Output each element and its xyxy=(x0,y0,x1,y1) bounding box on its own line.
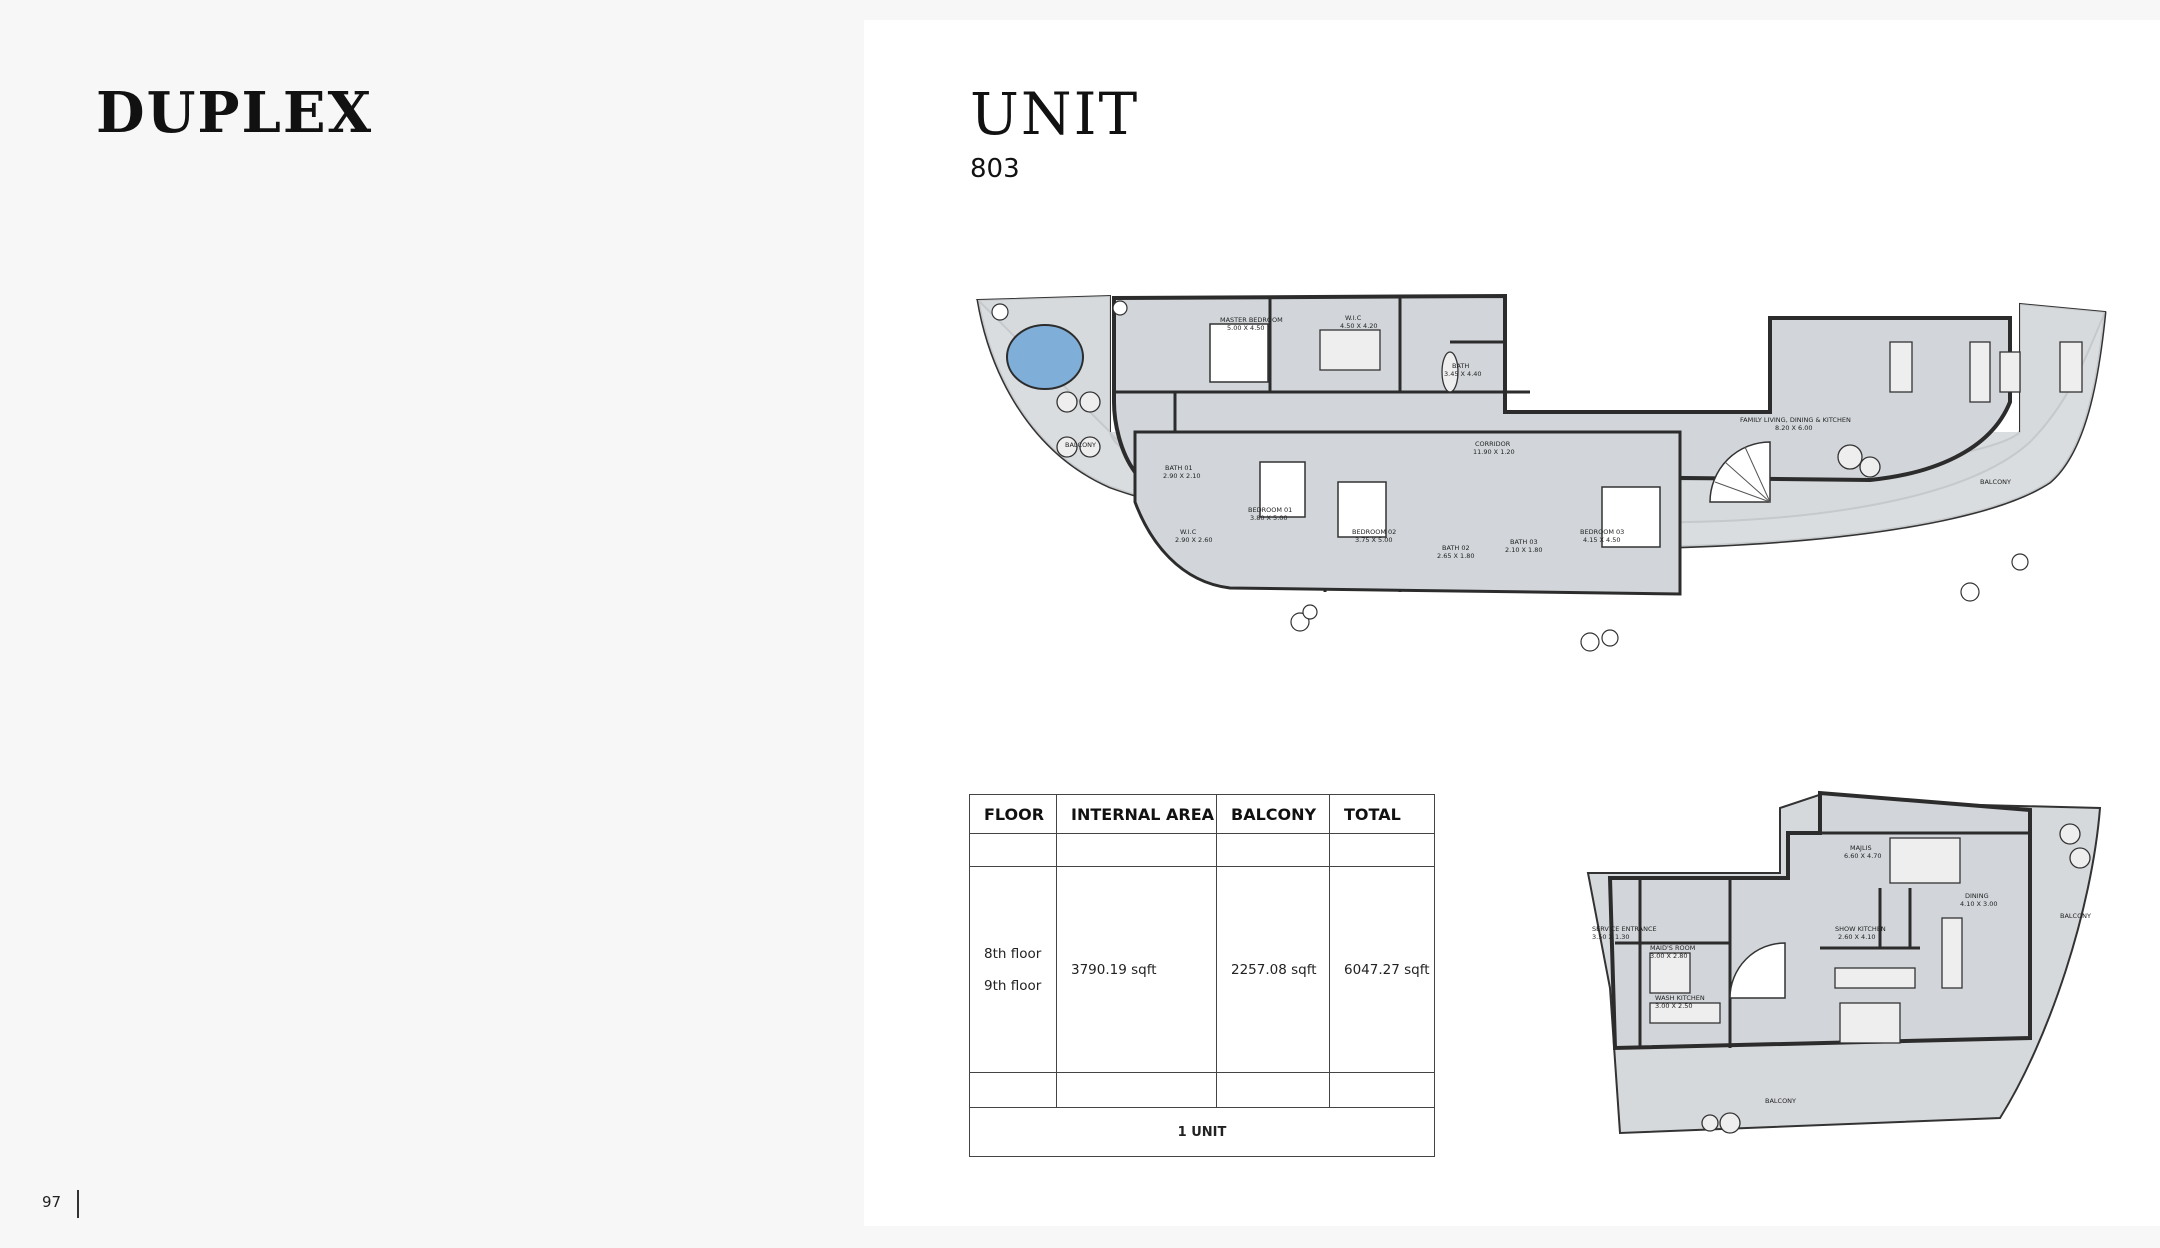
table-spacer-row xyxy=(969,833,1435,867)
room-size: 11.90 X 1.20 xyxy=(1473,448,1515,456)
floor-8: 8th floor xyxy=(984,945,1042,962)
room-size: 4.15 X 4.50 xyxy=(1583,536,1621,544)
room-size: 6.60 X 4.70 xyxy=(1844,852,1882,860)
room-size: 3.00 X 2.80 xyxy=(1650,952,1688,960)
room-label: FAMILY LIVING, DINING & KITCHEN xyxy=(1740,416,1851,424)
room-label: SERVICE ENTRANCE xyxy=(1592,925,1657,933)
room-size: 2.60 X 4.10 xyxy=(1838,933,1876,941)
total-cell: 6047.27 sqft xyxy=(1329,866,1435,1073)
room-label: BEDROOM 01 xyxy=(1248,506,1292,514)
table-spacer-row xyxy=(969,1072,1435,1108)
room-label: SHOW KITCHEN xyxy=(1835,925,1886,933)
room-label: BATH 03 xyxy=(1510,538,1538,546)
room-label: MAJLIS xyxy=(1850,844,1872,852)
floor-cell: 8th floor 9th floor xyxy=(969,866,1057,1073)
floor-plan-lower-drawing: MAJLIS 6.60 X 4.70 MAID'S ROOM 3.00 X 2.… xyxy=(1586,790,2102,1135)
room-size: 3.75 X 5.00 xyxy=(1355,536,1393,544)
page-number-divider xyxy=(77,1190,79,1218)
floor-plan-lower: MAJLIS 6.60 X 4.70 MAID'S ROOM 3.00 X 2.… xyxy=(1580,788,2110,1146)
header-internal-area: INTERNAL AREA xyxy=(1056,794,1217,834)
area-table: FLOOR INTERNAL AREA BALCONY TOTAL 8th fl… xyxy=(969,794,1435,1157)
unit-count: 1 UNIT xyxy=(969,1107,1435,1157)
room-size: 2.90 X 2.10 xyxy=(1163,472,1201,480)
balcony-label: BALCONY xyxy=(1980,478,2011,486)
room-label: W.I.C xyxy=(1345,314,1362,322)
header-floor: FLOOR xyxy=(969,794,1057,834)
room-label: MAID'S ROOM xyxy=(1650,944,1695,952)
floor-9: 9th floor xyxy=(984,977,1042,994)
unit-title: UNIT xyxy=(970,80,1140,148)
balcony-cell: 2257.08 sqft xyxy=(1216,866,1330,1073)
floor-plan-upper-drawing: MASTER BEDROOM 5.00 X 4.50 W.I.C 4.50 X … xyxy=(975,293,2107,652)
room-label: DINING xyxy=(1965,892,1989,900)
room-label: MASTER BEDROOM xyxy=(1220,316,1283,324)
room-size: 2.90 X 2.60 xyxy=(1175,536,1213,544)
room-size: 3.45 X 4.40 xyxy=(1444,370,1482,378)
table-row: 8th floor 9th floor 3790.19 sqft 2257.08… xyxy=(969,866,1435,1073)
section-title: DUPLEX xyxy=(96,80,374,146)
room-label: W.I.C xyxy=(1180,528,1197,536)
room-label: WASH KITCHEN xyxy=(1655,994,1705,1002)
balcony-label: BALCONY xyxy=(2060,912,2091,920)
room-size: 4.10 X 3.00 xyxy=(1960,900,1998,908)
room-label: BEDROOM 02 xyxy=(1352,528,1396,536)
room-size: 3.50 X 1.30 xyxy=(1592,933,1630,941)
header-total: TOTAL xyxy=(1329,794,1435,834)
header-balcony: BALCONY xyxy=(1216,794,1330,834)
room-label: CORRIDOR xyxy=(1475,440,1511,448)
internal-area-cell: 3790.19 sqft xyxy=(1056,866,1217,1073)
room-label: BATH 02 xyxy=(1442,544,1470,552)
page-number: 97 xyxy=(42,1193,62,1211)
room-label: BATH 01 xyxy=(1165,464,1193,472)
unit-number: 803 xyxy=(970,154,1020,184)
room-size: 5.00 X 4.50 xyxy=(1227,324,1265,332)
room-size: 8.20 X 6.00 xyxy=(1775,424,1813,432)
balcony-label: BALCONY xyxy=(1065,441,1096,449)
table-footer-row: 1 UNIT xyxy=(969,1107,1435,1157)
room-size: 4.50 X 4.20 xyxy=(1340,322,1378,330)
room-size: 3.80 X 5.00 xyxy=(1250,514,1288,522)
room-size: 2.10 X 1.80 xyxy=(1505,546,1543,554)
balcony-label: BALCONY xyxy=(1765,1097,1796,1105)
room-size: 2.65 X 1.80 xyxy=(1437,552,1475,560)
room-label: BEDROOM 03 xyxy=(1580,528,1624,536)
room-size: 3.00 X 2.50 xyxy=(1655,1002,1693,1010)
table-header-row: FLOOR INTERNAL AREA BALCONY TOTAL xyxy=(969,794,1435,834)
floor-plan-upper: MASTER BEDROOM 5.00 X 4.50 W.I.C 4.50 X … xyxy=(970,282,2110,672)
room-label: BATH xyxy=(1452,362,1469,370)
